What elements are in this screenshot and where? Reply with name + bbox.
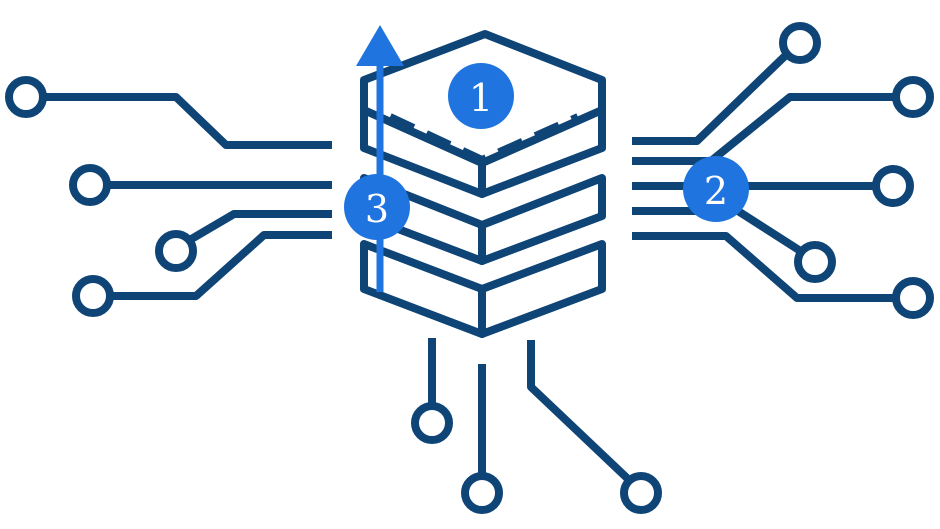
- right-traces: [632, 22, 934, 319]
- pad-right-3: [872, 165, 914, 207]
- trace-right-5: [632, 232, 895, 302]
- badge-2: 2: [683, 156, 749, 222]
- badge-2-label: 2: [704, 169, 728, 213]
- badge-1-circle: [448, 63, 514, 129]
- pad-left-2: [69, 164, 111, 206]
- badge-3-label: 3: [365, 187, 389, 231]
- badge-1-label: 1: [469, 76, 493, 120]
- pad-left-4: [72, 275, 114, 317]
- stack-layer-bottom-right-face: [478, 240, 606, 338]
- trace-right-2: [632, 93, 895, 165]
- badge-3: 3: [344, 174, 410, 240]
- bottom-traces: [411, 338, 662, 514]
- trace-left-1: [44, 93, 332, 149]
- badge-3-circle: [344, 174, 410, 240]
- pad-left-1: [5, 76, 47, 118]
- pad-right-1: [779, 22, 821, 64]
- pad-right-5: [892, 277, 934, 319]
- pad-right-4: [794, 241, 836, 283]
- pad-right-2: [892, 76, 934, 118]
- stack-dashed-chevron: [388, 113, 580, 165]
- arrow-head: [356, 25, 404, 66]
- stack-layer-middle-right-face: [478, 174, 606, 265]
- trace-left-3: [185, 210, 332, 245]
- trace-bottom-3: [527, 340, 630, 481]
- pad-left-3: [155, 230, 197, 272]
- trace-left-4: [111, 231, 332, 300]
- pad-bottom-1: [411, 402, 453, 444]
- pad-bottom-3: [620, 472, 662, 514]
- trace-right-1: [632, 52, 789, 145]
- pad-bottom-2: [461, 472, 503, 514]
- badge-1: 1: [448, 63, 514, 129]
- badge-2-circle: [683, 156, 749, 222]
- left-traces: [5, 76, 332, 317]
